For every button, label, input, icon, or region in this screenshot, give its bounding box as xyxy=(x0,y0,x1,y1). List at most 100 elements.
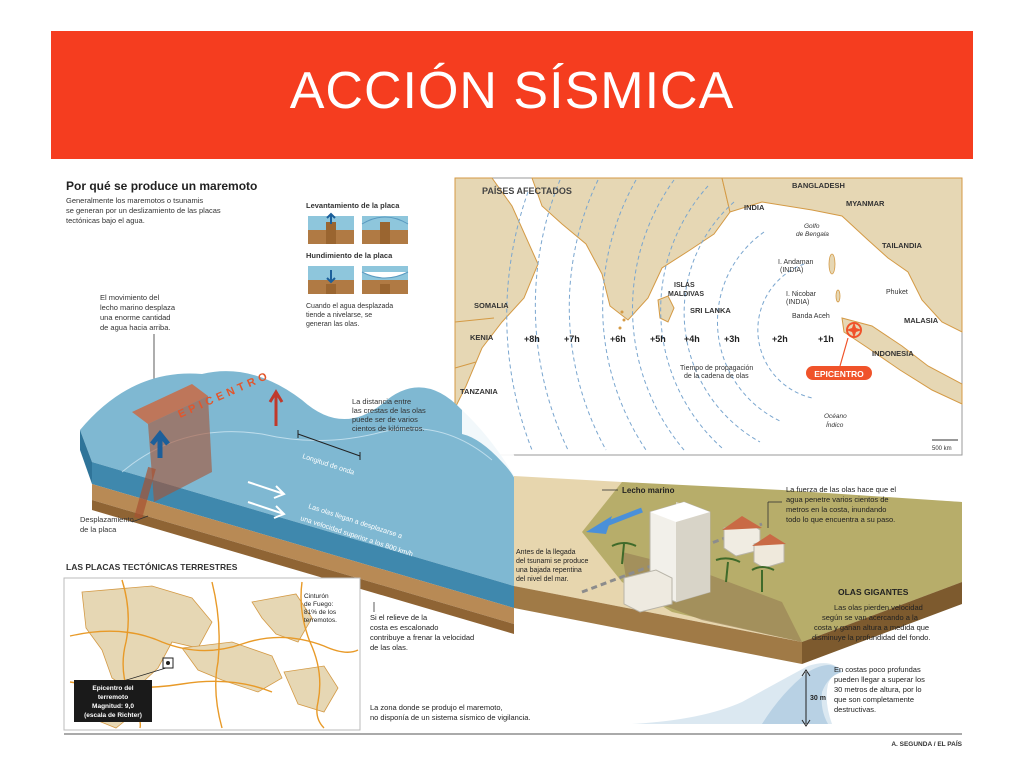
plate-displacement-note: Desplazamiento de la placa xyxy=(80,515,149,534)
affected-countries-map: EPICENTRO PAÍSES AFECTADOS BANGLADESH MY… xyxy=(454,177,963,456)
label-i-nicobar: I. Nicobar xyxy=(786,291,817,298)
label-somalia: SOMALIA xyxy=(474,301,509,310)
before-arrival-1: Antes de la llegada xyxy=(516,549,576,556)
time-4h: +4h xyxy=(684,334,700,344)
map-epicenter-badge xyxy=(806,366,872,380)
giant-waves-3: costa y ganan altura a medida que xyxy=(814,623,929,632)
time-3h: +3h xyxy=(724,334,740,344)
epicenter-box-1: Epicentro del xyxy=(92,685,133,692)
time-8h: +8h xyxy=(524,334,540,344)
crest-distance-note: La distancia entre las crestas de las ol… xyxy=(352,397,426,433)
label-phuket: Phuket xyxy=(886,289,908,296)
wave-height-label: 30 m xyxy=(810,695,826,702)
intro-line-3: tectónicas bajo el agua. xyxy=(66,216,145,225)
wave-force-3: metros en la costa, inundando xyxy=(786,505,886,514)
shallow-coast-block: 30 m En costas poco profundas pueden lle… xyxy=(632,663,925,727)
title-bar: ACCIÓN SÍSMICA xyxy=(51,31,973,159)
seabed-note: El movimiento del lecho marino desplaza … xyxy=(100,293,176,386)
tsunami-cross-section: EPICENTRO Longitud de onda Las olas lleg… xyxy=(80,369,526,634)
label-i-nicobar-india: (INDIA) xyxy=(786,299,809,306)
wave-force-2: agua penetre varios cientos de xyxy=(786,495,889,504)
label-bangladesh: BANGLADESH xyxy=(792,181,845,190)
tectonic-plates-map: LAS PLACAS TECTÓNICAS TERRESTRES Epicent… xyxy=(63,561,361,731)
wave-force-1: La fuerza de las olas hace que el xyxy=(786,485,896,494)
water-note-2: tiende a nivelarse, se xyxy=(306,312,372,319)
ring-of-fire-1: Cinturón xyxy=(304,593,329,600)
relief-note-1: Si el relieve de la xyxy=(370,613,428,622)
coast-scene: Lecho marino Antes de la llegada del tsu… xyxy=(514,476,962,664)
seabed-note-3: una enorme cantidad xyxy=(100,313,170,322)
warning-system-1: La zona donde se produjo el maremoto, xyxy=(370,703,503,712)
wave-force-4: todo lo que encuentra a su paso. xyxy=(786,515,895,524)
shallow-coast-2: pueden llegar a superar los xyxy=(834,675,925,684)
seabed-label: Lecho marino xyxy=(622,486,675,495)
shallow-coast-4: que son completamente xyxy=(834,695,914,704)
wave-force-note: La fuerza de las olas hace que el agua p… xyxy=(786,485,896,524)
shallow-coast-5: destructivas. xyxy=(834,705,876,714)
time-1h: +1h xyxy=(818,334,834,344)
crest-distance-1: La distancia entre xyxy=(352,397,411,406)
label-islas: ISLAS xyxy=(674,282,695,289)
label-banda-aceh: Banda Aceh xyxy=(792,313,830,320)
time-2h: +2h xyxy=(772,334,788,344)
propagation-times: +8h +7h +6h +5h +4h +3h +2h +1h xyxy=(524,334,834,344)
giant-waves-note: OLAS GIGANTES Las olas pierden velocidad… xyxy=(812,587,930,642)
crest-distance-2: las crestas de las olas xyxy=(352,406,426,415)
credit: A. SEGUNDA / EL PAÍS xyxy=(891,739,962,748)
before-arrival-4: del nivel del mar. xyxy=(516,576,569,583)
ring-of-fire-note: Cinturón de Fuego: 81% de los terremotos… xyxy=(304,593,337,624)
shallow-coast-1: En costas poco profundas xyxy=(834,665,921,674)
crest-distance-4: cientos de kilómetros. xyxy=(352,424,425,433)
uplift-title: Levantamiento de la placa xyxy=(306,201,400,210)
time-7h: +7h xyxy=(564,334,580,344)
label-maldivas: MALDIVAS xyxy=(668,291,704,298)
giant-waves-1: Las olas pierden velocidad xyxy=(834,603,923,612)
epicenter-box-4: (escala de Richter) xyxy=(84,712,142,719)
label-indico: Índico xyxy=(826,420,844,429)
label-i-andaman-india: (INDIA) xyxy=(780,267,803,274)
epicenter-info-box xyxy=(74,680,152,722)
ring-of-fire-3: 81% de los xyxy=(304,609,337,616)
label-golfo: Golfo xyxy=(804,223,820,230)
warning-system-2: no disponía de un sistema sísmico de vig… xyxy=(370,713,531,722)
relief-note: Si el relieve de la costa es escalonado … xyxy=(370,602,474,652)
label-sri-lanka: SRI LANKA xyxy=(690,306,731,315)
intro-line-1: Generalmente los maremotos o tsunamis xyxy=(66,196,203,205)
giant-waves-title: OLAS GIGANTES xyxy=(838,587,909,597)
relief-note-2: costa es escalonado xyxy=(370,623,438,632)
water-note-1: Cuando el agua desplazada xyxy=(306,303,393,310)
label-tanzania: TANZANIA xyxy=(460,387,498,396)
seabed-note-1: El movimiento del xyxy=(100,293,160,302)
time-5h: +5h xyxy=(650,334,666,344)
before-arrival-note: Antes de la llegada del tsunami se produ… xyxy=(516,549,588,583)
epicenter-box-2: terremoto xyxy=(98,694,128,701)
subsidence-title: Hundimiento de la placa xyxy=(306,251,393,260)
infographic-heading: Por qué se produce un maremoto xyxy=(66,179,257,193)
warning-system-note: La zona donde se produjo el maremoto, no… xyxy=(370,703,531,722)
intro-line-2: se generan por un deslizamiento de las p… xyxy=(66,206,221,215)
infographic-drawing: EPICENTRO PAÍSES AFECTADOS BANGLADESH MY… xyxy=(63,177,963,748)
label-indonesia: INDONESIA xyxy=(872,349,914,358)
label-oceano: Océano xyxy=(824,413,847,420)
label-myanmar: MYANMAR xyxy=(846,199,885,208)
relief-note-3: contribuye a frenar la velocidad xyxy=(370,633,474,642)
intro-block: Por qué se produce un maremoto Generalme… xyxy=(66,179,257,225)
map-title: PAÍSES AFECTADOS xyxy=(482,186,572,196)
plate-displacement-1: Desplazamiento xyxy=(80,515,134,524)
before-arrival-3: una bajada repentina xyxy=(516,567,582,574)
epicenter-box-3: Magnitud: 9,0 xyxy=(92,703,134,710)
label-de-bengala: de Bengala xyxy=(796,231,829,238)
ring-of-fire-2: de Fuego: xyxy=(304,601,333,608)
label-i-andaman: I. Andaman xyxy=(778,259,814,266)
propagation-arcs xyxy=(506,179,813,451)
map-epicenter-label: EPICENTRO xyxy=(814,369,864,379)
seabed-note-4: de agua hacia arriba. xyxy=(100,323,170,332)
tsunami-infographic: EPICENTRO PAÍSES AFECTADOS BANGLADESH MY… xyxy=(62,172,964,750)
label-india: INDIA xyxy=(744,203,765,212)
subsidence-diagram xyxy=(308,266,409,294)
crest-distance-3: puede ser de varios xyxy=(352,415,418,424)
uplift-diagram xyxy=(308,212,409,244)
seabed-note-2: lecho marino desplaza xyxy=(100,303,176,312)
giant-waves-2: según se van acercando a la xyxy=(822,613,919,622)
propagation-note-2: de la cadena de olas xyxy=(684,373,749,380)
